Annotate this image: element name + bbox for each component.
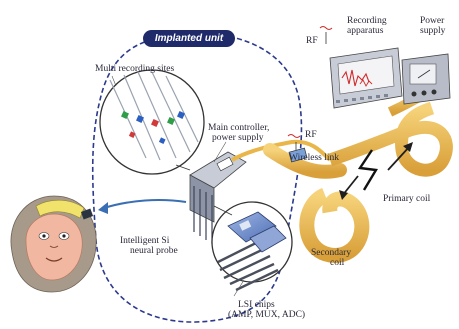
multi-recording-sites-label: Multi recording sites xyxy=(95,64,174,74)
power-supply-unit xyxy=(402,54,450,104)
power-supply-label-line2: supply xyxy=(420,26,445,36)
lsi-chips-label-line2: (AMP, MUX, ADC) xyxy=(228,310,305,320)
rf-wave-top xyxy=(320,27,332,30)
power-supply-label-line1: Power xyxy=(420,16,444,26)
intelligent-probe-label-line1: Intelligent Si xyxy=(120,236,169,246)
wireless-link-zigzag xyxy=(360,150,376,190)
lsi-chips-label-line1: LSI chips xyxy=(238,300,275,310)
rf-label-upper: RF xyxy=(306,36,318,46)
intelligent-probe-label-line2: neural probe xyxy=(130,246,178,256)
recording-apparatus-label-line1: Recording xyxy=(347,16,387,26)
main-controller-label-line2: power supply xyxy=(212,133,263,143)
secondary-coil-label-line1: Secondary xyxy=(311,248,351,258)
secondary-coil-label-line2: coil xyxy=(330,258,344,268)
implant-pointer-arrow xyxy=(104,200,186,208)
primary-coil-label: Primary coil xyxy=(383,194,430,204)
lsi-chip-magnifier xyxy=(212,202,292,290)
implanted-unit-badge: Implanted unit xyxy=(143,30,235,47)
monkey-illustration xyxy=(11,196,96,292)
rf-label-lower: RF xyxy=(305,130,317,140)
recording-apparatus-label-line2: apparatus xyxy=(347,26,383,36)
main-controller-label-line1: Main controller, xyxy=(208,123,269,133)
implant-pointer-arrowhead xyxy=(98,202,108,214)
recording-apparatus xyxy=(320,27,402,109)
ribbon-cable xyxy=(270,92,446,255)
rf-wave xyxy=(288,135,300,138)
wireless-link-label: Wireless link xyxy=(289,153,339,163)
